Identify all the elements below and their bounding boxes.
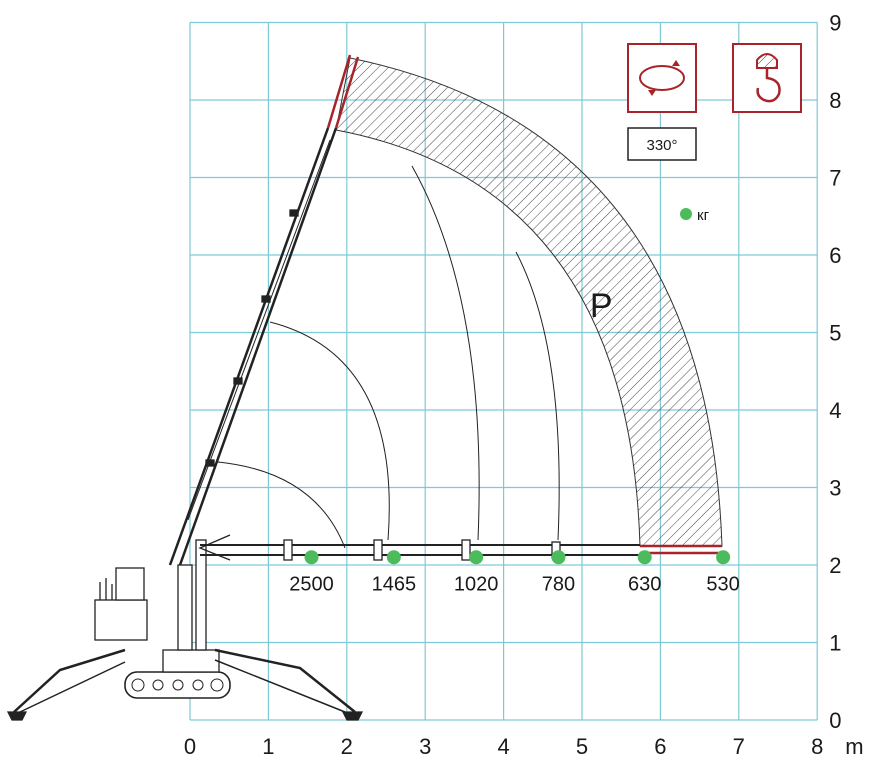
x-tick-label: 1 (262, 734, 274, 759)
x-axis-unit: m (845, 734, 863, 759)
y-tick-label: 9 (829, 11, 841, 36)
x-tick-label: 4 (497, 734, 509, 759)
range-arc (217, 461, 346, 549)
y-tick-label: 4 (829, 398, 841, 423)
y-tick-label: 2 (829, 553, 841, 578)
x-tick-label: 6 (654, 734, 666, 759)
y-tick-label: 1 (829, 631, 841, 656)
working-range-arcs (217, 165, 560, 549)
load-value-label: 630 (628, 573, 661, 595)
rotation-angle-box: 330° (627, 127, 697, 161)
y-tick-label: 5 (829, 321, 841, 346)
range-arc (515, 251, 560, 541)
y-axis-ticks: 0 1 2 3 4 5 6 7 8 9 (829, 11, 841, 734)
x-tick-label: 3 (419, 734, 431, 759)
hook-icon (732, 43, 802, 113)
x-tick-label: 5 (576, 734, 588, 759)
y-tick-label: 0 (829, 708, 841, 733)
load-value-label: 530 (706, 573, 739, 595)
range-arc (411, 165, 480, 541)
load-value-label: 1020 (454, 573, 499, 595)
rotation-angle: 330° (646, 137, 677, 154)
load-points (304, 550, 731, 565)
zone-label: P (590, 287, 613, 325)
spider-crane (6, 127, 640, 721)
load-point (386, 550, 401, 565)
load-point (304, 550, 319, 565)
y-tick-label: 8 (829, 88, 841, 113)
load-labels: 2500 1465 1020 780 630 530 (289, 573, 740, 595)
legend-marker (680, 208, 692, 220)
load-value-label: 1465 (372, 573, 417, 595)
y-tick-label: 3 (829, 476, 841, 501)
x-tick-label: 0 (184, 734, 196, 759)
x-tick-label: 8 (811, 734, 823, 759)
load-point (551, 550, 566, 565)
range-arc (269, 321, 390, 541)
x-tick-label: 7 (733, 734, 745, 759)
x-tick-label: 2 (341, 734, 353, 759)
load-point (469, 550, 484, 565)
boom-tip-extension (326, 54, 722, 555)
y-tick-label: 7 (829, 166, 841, 191)
rotation-icon (627, 43, 697, 113)
load-value-label: 2500 (289, 573, 334, 595)
load-point (716, 550, 731, 565)
load-value-label: 780 (542, 573, 575, 595)
y-tick-label: 6 (829, 243, 841, 268)
legend-label: кг (697, 207, 710, 224)
legend: кг (680, 207, 710, 224)
load-point (637, 550, 652, 565)
x-axis-ticks: 0 1 2 3 4 5 6 7 8 (184, 734, 823, 759)
